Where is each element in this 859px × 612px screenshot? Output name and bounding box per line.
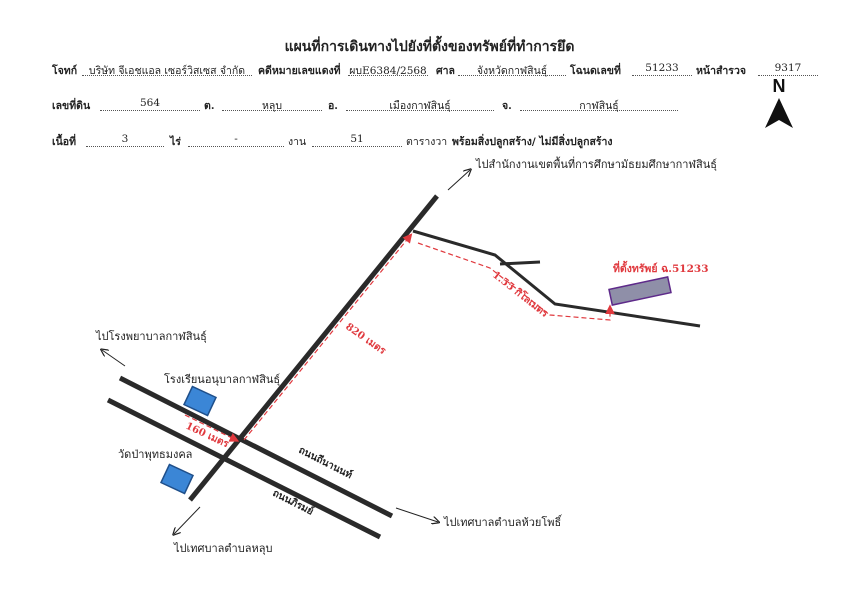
dest-right-label: ไปเทศบาลตำบลห้วยโพธิ์ [443, 514, 563, 529]
page-title: แผนที่การเดินทางไปยังที่ตั้งของทรัพย์ที่… [284, 39, 575, 55]
roads [106, 194, 439, 540]
temple-building-icon [159, 463, 195, 495]
tambon-value: หลุบ [222, 97, 322, 112]
survey-value: 9317 [758, 62, 818, 76]
dest-hospital-label: ไปโรงพยาบาลกาฬสินธุ์ [95, 329, 207, 343]
distance-820-label: 820 เมตร [343, 321, 388, 357]
rai-value: 3 [86, 133, 164, 147]
survey-label: หน้าสำรวจ [696, 65, 746, 77]
distance-160-label: 160 เมตร [184, 421, 231, 451]
route-seg-3 [417, 242, 615, 321]
school-label: โรงเรียนอนุบาลกาฬสินธุ์ [164, 372, 280, 386]
area-label: เนื้อที่ [52, 136, 76, 148]
wa-label: ตารางวา [406, 136, 448, 148]
road-phirom [106, 397, 382, 540]
road-thinanon [118, 375, 394, 519]
province-label: จ. [502, 100, 512, 112]
plaintiff-value: บริษัท จีเอชแอล เซอร์วิสเซส จำกัด [82, 62, 252, 77]
temple-label: วัดป่าพุทธมงคล [118, 448, 192, 461]
north-label: N [773, 76, 786, 96]
wa-value: 51 [312, 133, 402, 147]
arrow-right-icon [395, 507, 438, 522]
north-arrow-icon: N [765, 76, 793, 128]
court-label: ศาล [436, 65, 455, 77]
property-label: ที่ตั้งทรัพย์ ฉ.51233 [613, 260, 709, 275]
ngan-label: งาน [288, 136, 307, 148]
ngan-value: - [188, 133, 284, 147]
property-marker [608, 276, 672, 306]
road-to-property [412, 229, 701, 328]
land-label: เลขที่ดิน [52, 100, 91, 112]
deed-value: 51233 [632, 62, 692, 76]
rai-label: ไร่ [170, 136, 181, 148]
main-road [188, 194, 439, 502]
dest-bottom-label: ไปเทศบาลตำบลหลุบ [173, 542, 272, 555]
dest-top-label: ไปสำนักงานเขตพื้นที่การศึกษามัธยมศึกษากา… [475, 156, 717, 171]
school-building-icon [182, 385, 218, 417]
case-label: คดีหมายเลขแดงที่ [258, 65, 341, 77]
land-value: 564 [100, 97, 200, 111]
arrow-bottom-icon [174, 506, 201, 534]
route-seg-1 [184, 414, 240, 442]
province-value: กาฬสินธุ์ [520, 97, 678, 112]
direction-arrows [102, 170, 470, 534]
case-value: ผบE6384/2568 [348, 62, 428, 77]
road-thinanon-label: ถนนถีนานนท์ [297, 444, 355, 481]
deed-label: โฉนดเลขที่ [570, 65, 621, 77]
building-note: พร้อมสิ่งปลูกสร้าง/ ไม่มีสิ่งปลูกสร้าง [452, 136, 613, 148]
tambon-label: ต. [204, 100, 215, 112]
route-seg-2 [243, 233, 413, 441]
amphoe-label: อ. [328, 100, 338, 112]
arrow-hospital-icon [102, 350, 126, 367]
branch-road [499, 260, 541, 266]
arrow-top-icon [447, 170, 470, 191]
plaintiff-label: โจทก์ [52, 65, 78, 77]
route-path [184, 233, 615, 442]
court-value: จังหวัดกาฬสินธุ์ [458, 62, 566, 77]
side-roads [412, 229, 701, 328]
amphoe-value: เมืองกาฬสินธุ์ [346, 97, 494, 112]
